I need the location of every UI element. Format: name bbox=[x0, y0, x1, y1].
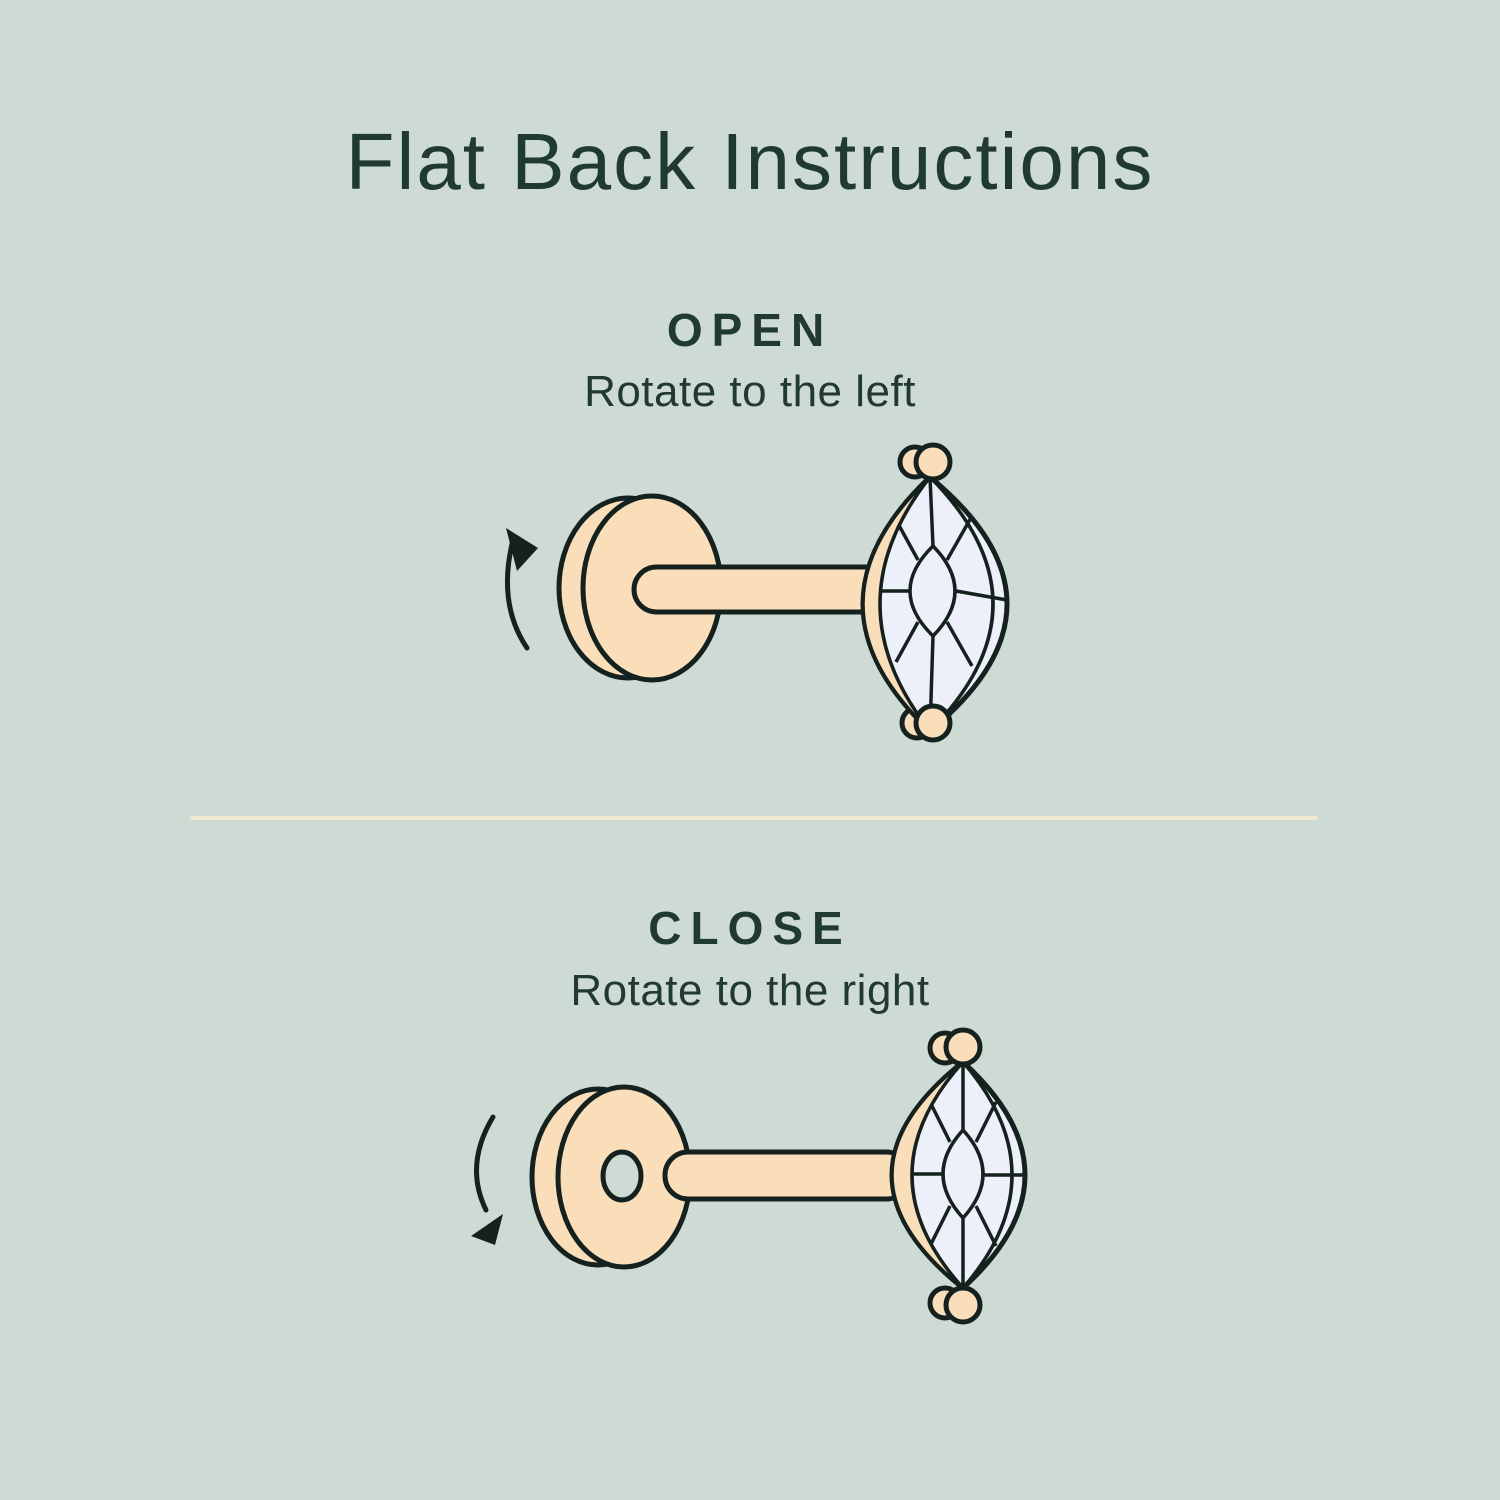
close-subheading: Rotate to the right bbox=[570, 966, 930, 1015]
earring-post bbox=[631, 564, 903, 615]
section-divider bbox=[190, 816, 1318, 820]
gem-facet-lines bbox=[913, 1062, 1025, 1288]
open-heading: OPEN bbox=[666, 304, 834, 356]
gem-table-facet bbox=[941, 1127, 985, 1221]
earring-post bbox=[662, 1149, 913, 1202]
rotate-cw-arrow-icon bbox=[471, 1114, 503, 1245]
flat-back-disc bbox=[529, 1084, 693, 1270]
rotate-ccw-arrow-icon bbox=[505, 528, 538, 651]
prong-ball bbox=[943, 1027, 983, 1067]
gem-crown-line bbox=[928, 475, 995, 733]
open-subheading: Rotate to the left bbox=[584, 367, 916, 416]
marquise-gem bbox=[889, 1027, 1028, 1325]
prong-ball bbox=[913, 703, 953, 743]
page-title: Flat Back Instructions bbox=[345, 117, 1155, 206]
marquise-gem bbox=[860, 442, 1010, 743]
open-illustration bbox=[505, 442, 1010, 743]
thread-hole bbox=[600, 1149, 644, 1203]
prong-ball bbox=[913, 442, 953, 482]
close-heading: CLOSE bbox=[648, 902, 852, 954]
prong-ball bbox=[943, 1285, 983, 1325]
close-illustration bbox=[471, 1027, 1028, 1325]
gem-table-facet bbox=[908, 543, 957, 639]
